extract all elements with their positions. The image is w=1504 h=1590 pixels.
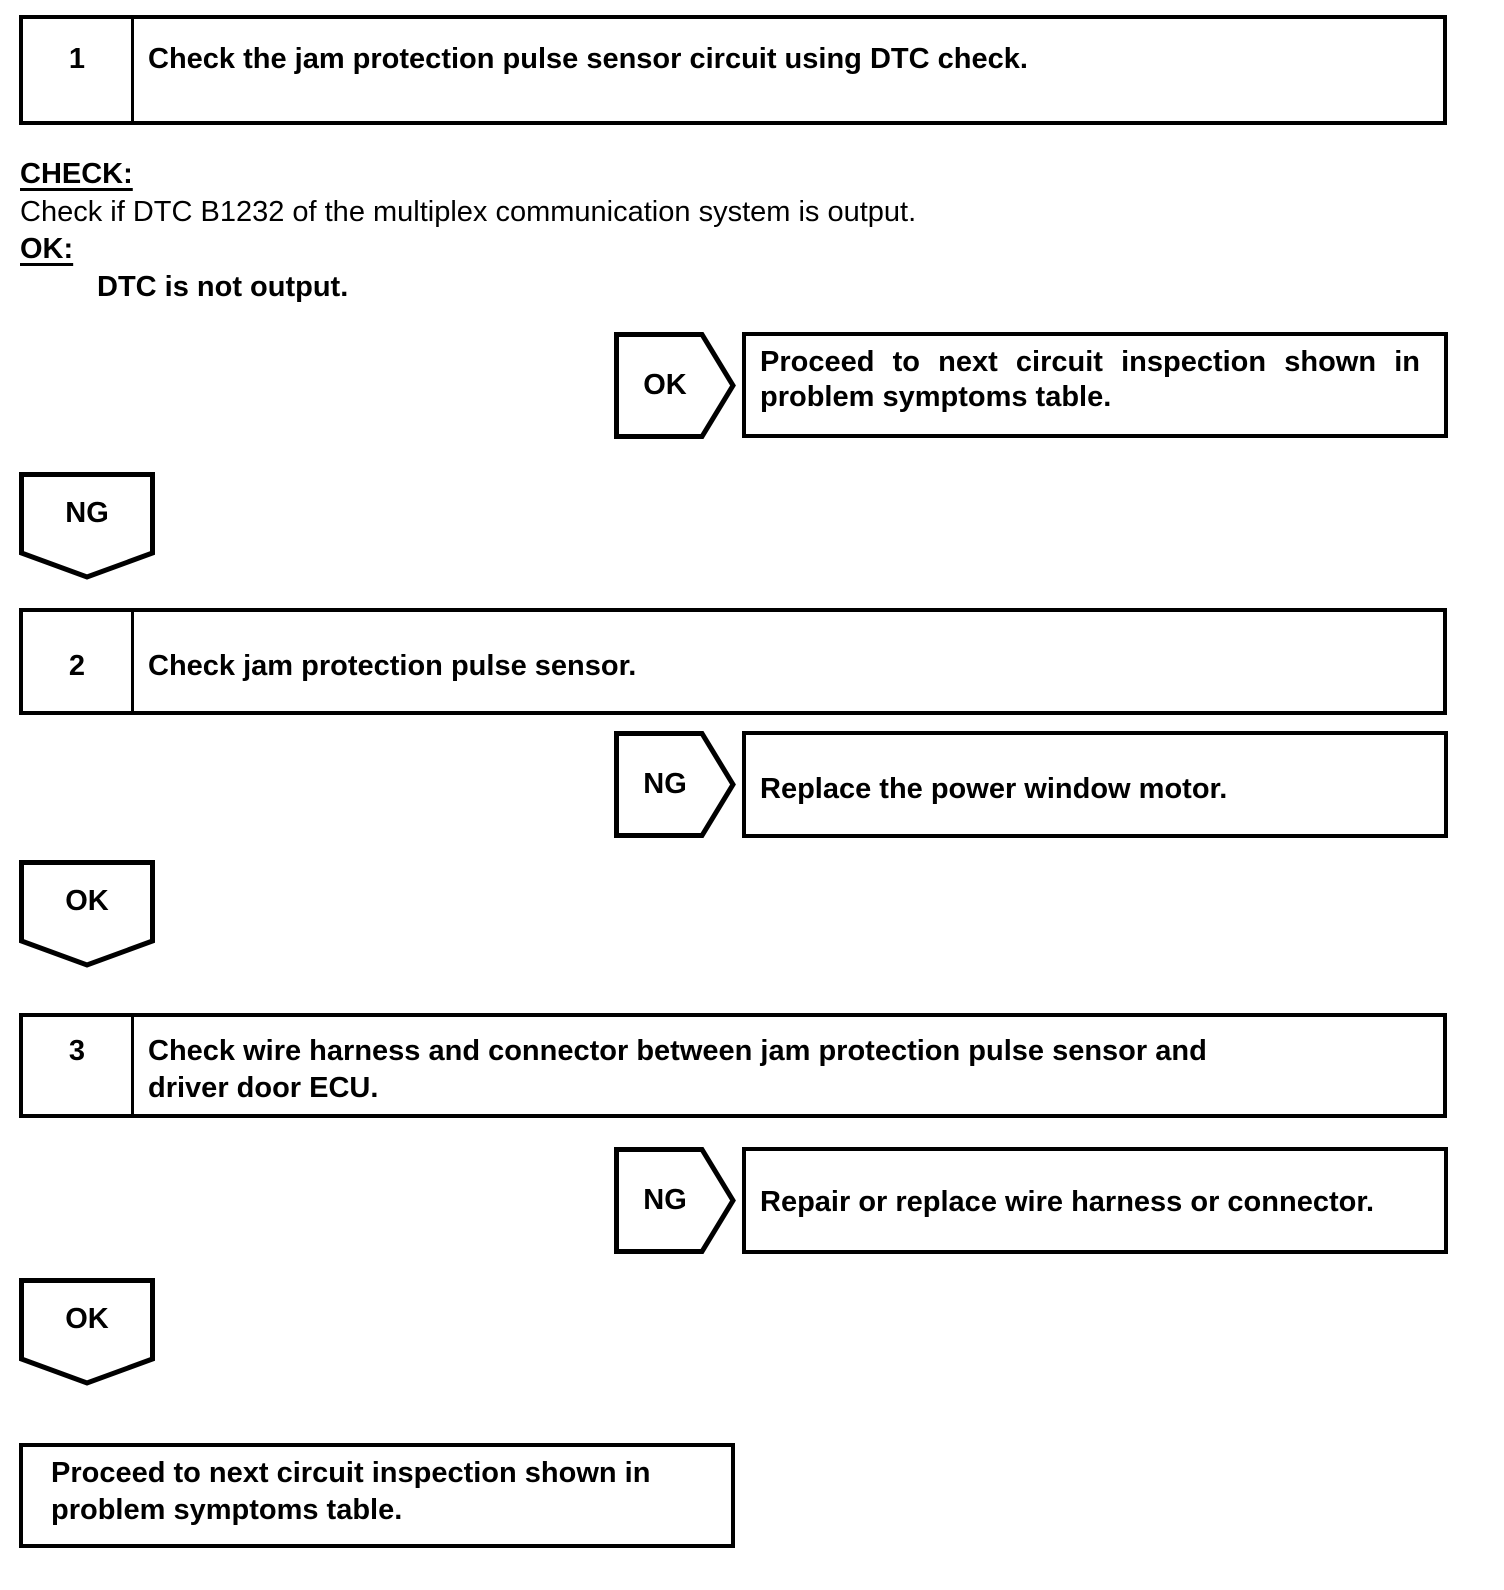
result-box-2: Replace the power window motor. [742,731,1448,838]
down-pentagon-icon [19,472,155,580]
ng-down-connector-1: NG [19,472,155,580]
ng-right-connector-3: NG [614,1147,736,1254]
right-pentagon-icon [614,1147,736,1254]
instructions-block: CHECK: Check if DTC B1232 of the multipl… [20,156,1440,306]
connector-label: OK [65,1302,109,1335]
step-1-box: 1 Check the jam protection pulse sensor … [19,15,1447,125]
ng-right-connector-2: NG [614,731,736,838]
ok-down-connector-2: OK [19,1278,155,1386]
right-pentagon-icon [614,731,736,838]
right-pentagon-icon [614,332,736,439]
connector-label: OK [643,369,687,401]
step-1-title: Check the jam protection pulse sensor ci… [148,43,1028,75]
step-1-number: 1 [23,19,134,121]
ok-label: OK: [20,233,74,265]
down-pentagon-icon [19,1278,155,1386]
check-label: CHECK: [20,158,133,190]
step-3-number: 3 [23,1017,134,1114]
step-3-box: 3 Check wire harness and connector betwe… [19,1013,1447,1118]
connector-label: NG [65,496,109,529]
step-2-title: Check jam protection pulse sensor. [148,650,637,682]
final-result-box: Proceed to next circuit inspection shown… [19,1443,735,1548]
down-pentagon-icon [19,860,155,968]
connector-label: OK [65,884,109,917]
ok-right-connector-1: OK [614,332,736,439]
ok-condition-text: DTC is not output. [97,270,349,303]
connector-label: NG [643,768,687,800]
step-2-box: 2 Check jam protection pulse sensor. [19,608,1447,715]
connector-label: NG [643,1184,687,1216]
result-box-3: Repair or replace wire harness or connec… [742,1147,1448,1254]
step-3-title: Check wire harness and connector between… [148,1035,1207,1104]
check-text: Check if DTC B1232 of the multiplex comm… [20,195,917,228]
ok-down-connector-1: OK [19,860,155,968]
result-box-1: Proceed to next circuit inspection shown… [742,332,1448,438]
step-2-number: 2 [23,612,134,711]
